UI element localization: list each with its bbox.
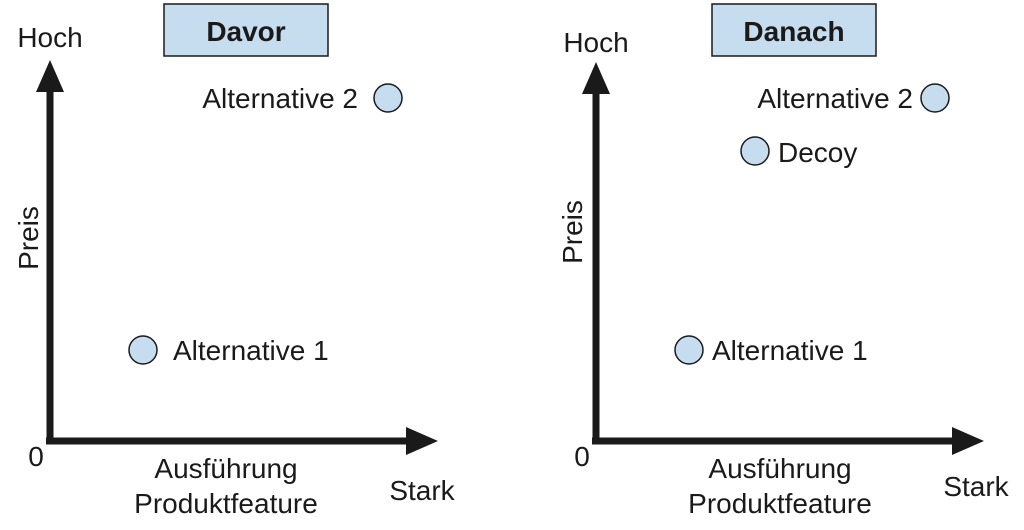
title-before: Davor [206, 16, 285, 47]
y-axis-label-after: Preis [557, 200, 588, 264]
point-label-alternative-1-after: Alternative 1 [712, 335, 868, 366]
origin-label-after: 0 [574, 441, 590, 472]
y-high-label-after: Hoch [563, 27, 628, 58]
x-high-label-before: Stark [389, 475, 455, 506]
y-high-label-before: Hoch [17, 22, 82, 53]
title-box-before [163, 3, 329, 57]
point-alternative-1-after [674, 335, 704, 365]
point-alternative-1-before [128, 335, 158, 365]
y-axis-arrowhead-before [36, 60, 64, 92]
x-axis-arrowhead-after [952, 427, 984, 455]
x-axis-arrowhead-before [406, 427, 438, 455]
y-axis-label-before: Preis [13, 206, 44, 270]
panel-after: Danach Hoch Preis 0 Ausführung Produktfe… [557, 3, 1010, 519]
point-alternative-2-before [373, 83, 403, 113]
point-decoy-after [740, 136, 770, 166]
x-axis-label-line1-after: Ausführung [708, 453, 851, 484]
x-high-label-after: Stark [943, 471, 1009, 502]
title-after: Danach [743, 16, 844, 47]
origin-label-before: 0 [28, 441, 44, 472]
point-label-alternative-1-before: Alternative 1 [173, 335, 329, 366]
title-box-after [711, 3, 877, 57]
point-alternative-2-after [920, 83, 950, 113]
point-label-alternative-2-after: Alternative 2 [757, 83, 913, 114]
x-axis-label-line1-before: Ausführung [154, 453, 297, 484]
y-axis-arrowhead-after [582, 62, 610, 94]
panel-before: Davor Hoch Preis 0 Ausführung Produktfea… [13, 3, 456, 519]
point-label-alternative-2-before: Alternative 2 [202, 83, 358, 114]
x-axis-label-line2-after: Produktfeature [688, 488, 872, 519]
point-label-decoy-after: Decoy [778, 137, 857, 168]
x-axis-label-line2-before: Produktfeature [134, 488, 318, 519]
